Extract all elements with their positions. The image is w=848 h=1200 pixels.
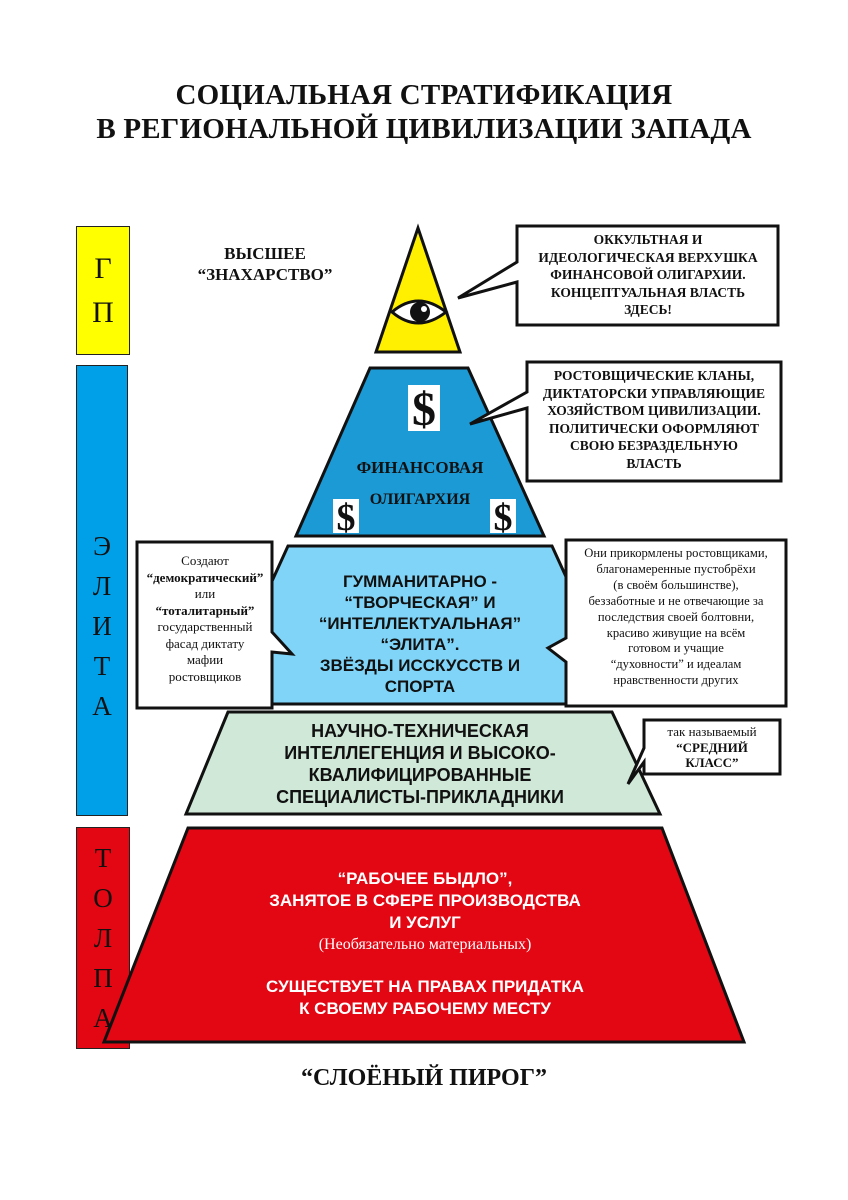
page-title: СОЦИАЛЬНАЯ СТРАТИФИКАЦИЯ В РЕГИОНАЛЬНОЙ … [0,78,848,146]
sidebar-elite-letter-2: Л [92,571,112,601]
dollar-icon: $ [333,497,359,539]
callout-occult-line-1: ОККУЛЬТНАЯ И [593,232,703,247]
pyramid-apex [373,223,463,354]
title-line-2: В РЕГИОНАЛЬНОЙ ЦИВИЛИЗАЦИИ ЗАПАДА [96,113,752,145]
callout-facade-line-7: мафии [186,652,224,667]
sidebar-crowd-letter-2: О [93,883,113,913]
technical-label: НАУЧНО-ТЕХНИЧЕСКАЯ ИНТЕЛЛЕГЕНЦИЯ И ВЫСОК… [220,720,620,808]
callout-middle-line-2: “СРЕДНИЙ [676,739,748,755]
title-line-1: СОЦИАЛЬНАЯ СТРАТИФИКАЦИЯ [175,79,673,111]
callout-facade-line-8: ростовщиков [168,668,242,684]
callout-occult-line-4: КОНЦЕПТУАЛЬНАЯ ВЛАСТЬ [550,284,746,300]
svg-text:$: $ [494,497,513,539]
callout-usury-line-6: ВЛАСТЬ [626,455,682,471]
workers-note: (Необязательно материальных) [318,936,532,953]
callout-occult-line-2: ИДЕОЛОГИЧЕСКАЯ ВЕРХУШКА [538,249,758,265]
callout-fed-line-1: Они прикормлены ростовщиками, [584,546,768,560]
technical-line-3: КВАЛИФИЦИРОВАННЫЕ [308,765,532,785]
callout-usury: РОСТОВЩИЧЕСКИЕ КЛАНЫ, ДИКТАТОРСКИ УПРАВЛ… [529,367,779,472]
callout-usury-box [469,360,783,483]
callout-usury-line-5: СВОЮ БЕЗРАЗДЕЛЬНУЮ [570,438,738,453]
workers-line-2: ЗАНЯТОЕ В СФЕРЕ ПРОИЗВОДСТВА [269,891,581,910]
pyramid-finance [293,366,547,538]
callout-usury-line-1: РОСТОВЩИЧЕСКИЕ КЛАНЫ, [553,368,755,383]
callout-fed-line-8: “духовности” и идеалам [610,657,742,672]
technical-line-1: НАУЧНО-ТЕХНИЧЕСКАЯ [311,721,529,741]
workers-line-5: К СВОЕМУ РАБОЧЕМУ МЕСТУ [299,999,551,1018]
top-label-line-2: “ЗНАХАРСТВО” [197,265,333,284]
callout-fed-line-6: красиво живущие на всём [606,625,746,640]
pyramid-technical [183,710,663,816]
top-label: ВЫСШЕЕ “ЗНАХАРСТВО” [180,243,350,285]
callout-middle-box [626,718,782,785]
callout-occult-box [457,224,780,327]
humanitarian-label: ГУММАНИТАРНО - “ТВОРЧЕСКАЯ” И “ИНТЕЛЛЕКТ… [270,571,570,697]
callout-facade-line-5: государственный [157,619,253,634]
workers-label: “РАБОЧЕЕ БЫДЛО”, ЗАНЯТОЕ В СФЕРЕ ПРОИЗВО… [170,868,680,1020]
finance-line-2: ОЛИГАРХИЯ [369,491,471,508]
humanitarian-line-2: “ТВОРЧЕСКАЯ” И [344,593,496,612]
callout-facade: Создают “демократический” или “тоталитар… [139,553,271,685]
callout-fed-line-2: благонамеренные пустобрёхи [596,561,756,576]
callout-facade-line-6: фасад диктату [165,635,245,651]
sidebar-gp: Г П [76,226,130,355]
finance-label: ФИНАНСОВАЯ ОЛИГАРХИЯ [320,452,520,516]
callout-usury-line-4: ПОЛИТИЧЕСКИ ОФОРМЛЯЮТ [548,420,760,436]
callout-occult-line-5: ЗДЕСЬ! [624,302,672,317]
workers-line-1: “РАБОЧЕЕ БЫДЛО”, [337,869,513,888]
sidebar-gp-letter-2: П [92,295,114,329]
humanitarian-line-4: “ЭЛИТА”. [380,635,460,654]
callout-fed-line-9: нравственности других [613,673,739,688]
bottom-label: “СЛОЁНЫЙ ПИРОГ” [301,1065,547,1091]
sidebar-elite-letter-3: И [92,611,112,641]
callout-facade-line-3: или [194,586,216,601]
callout-usury-line-2: ДИКТАТОРСКИ УПРАВЛЯЮЩИЕ [542,385,766,401]
technical-line-4: СПЕЦИАЛИСТЫ-ПРИКЛАДНИКИ [276,787,564,807]
svg-text:$: $ [412,383,436,436]
sidebar-elite-letter-1: Э [93,531,111,561]
finance-line-1: ФИНАНСОВАЯ [356,458,484,477]
top-label-line-1: ВЫСШЕЕ [224,244,306,263]
svg-text:$: $ [337,497,356,539]
sidebar-crowd-letter-1: Т [94,843,112,873]
sidebar-crowd-letter-3: Л [93,923,113,953]
workers-line-4: СУЩЕСТВУЕТ НА ПРАВАХ ПРИДАТКА [266,977,584,996]
sidebar-crowd-letter-4: П [93,963,113,993]
eye-icon [389,299,449,325]
humanitarian-line-3: “ИНТЕЛЛЕКТУАЛЬНАЯ” [318,614,522,633]
humanitarian-line-5: ЗВЁЗДЫ ИССКУССТВ И [319,656,521,675]
humanitarian-line-1: ГУММАНИТАРНО - [342,572,498,591]
callout-usury-line-3: ХОЗЯЙСТВОМ ЦИВИЛИЗАЦИИ. [547,403,761,418]
sidebar-gp-letter-1: Г [94,251,112,285]
callout-fed-line-7: готовом и учащие [628,641,724,656]
callout-facade-line-2: “демократический” [146,569,264,585]
sidebar-crowd-letter-5: А [93,1003,113,1033]
callout-facade-line-1: Создают [181,553,229,568]
humanitarian-line-6: СПОРТА [384,677,456,696]
pyramid-workers [101,826,747,1044]
callout-facade-line-4: “тоталитарный” [155,602,255,618]
sidebar-elite-letter-4: Т [93,651,111,681]
technical-line-2: ИНТЕЛЛЕГЕНЦИЯ И ВЫСОКО- [284,743,556,763]
workers-line-3: И УСЛУГ [389,913,461,932]
callout-middle-line-3: КЛАСС” [685,755,739,770]
callout-fed: Они прикормлены ростовщиками, благонамер… [568,546,784,689]
callout-middle-line-1: так называемый [667,724,757,739]
sidebar-elite-letter-5: А [92,691,112,721]
callout-fed-box [545,538,788,708]
callout-fed-line-3: (в своём большинстве), [613,577,739,592]
dollar-icon: $ [490,497,516,539]
dollar-icon: $ [408,383,440,436]
callout-middle: так называемый “СРЕДНИЙ КЛАСС” [646,724,778,771]
callout-fed-line-4: беззаботные и не отвечающие за [588,593,764,608]
sidebar-crowd: Т О Л П А [76,827,130,1049]
callout-facade-box [135,540,296,710]
callout-occult: ОККУЛЬТНАЯ И ИДЕОЛОГИЧЕСКАЯ ВЕРХУШКА ФИН… [520,231,776,319]
callout-fed-line-5: последствия своей болтовни, [597,609,755,624]
callout-occult-line-3: ФИНАНСОВОЙ ОЛИГАРХИИ. [550,267,746,282]
sidebar-elite: Э Л И Т А [76,365,128,816]
